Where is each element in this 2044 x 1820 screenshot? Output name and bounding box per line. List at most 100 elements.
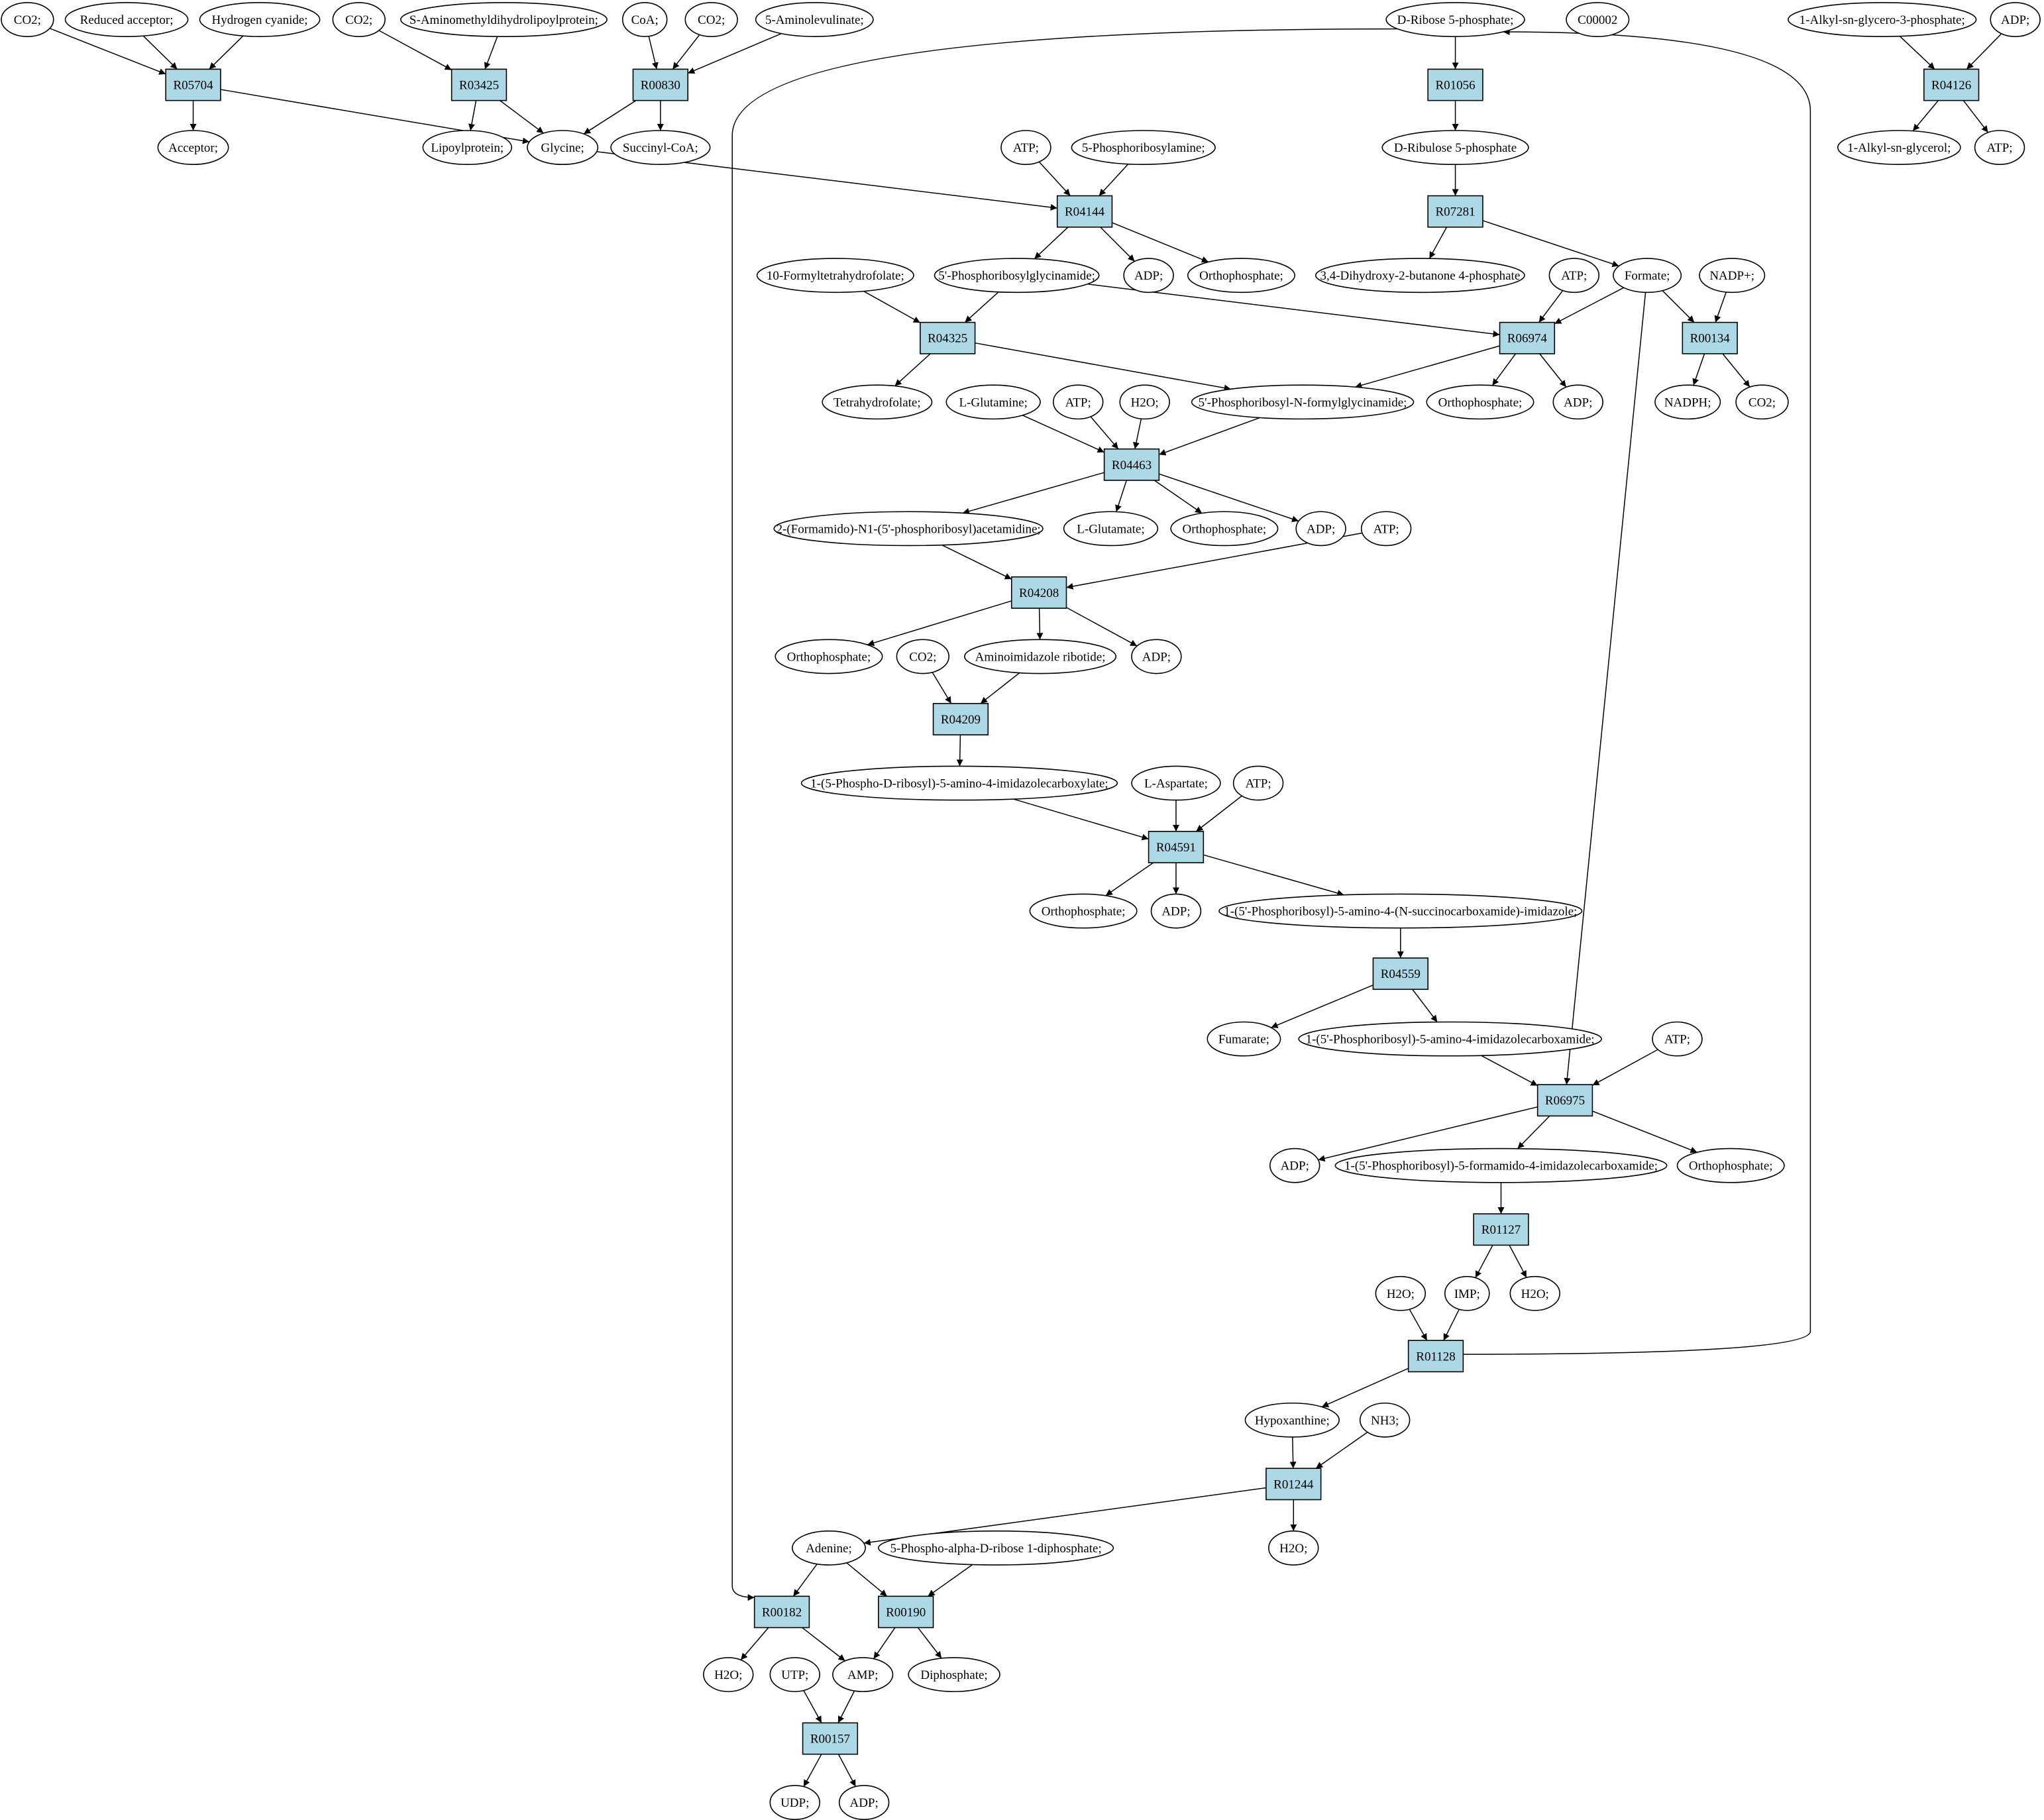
- metabolite-node-adp[interactable]: ADP;: [1990, 2, 2041, 37]
- metabolite-node-1-alkyl-sn-glycerol[interactable]: 1-Alkyl-sn-glycerol;: [1837, 130, 1961, 166]
- metabolite-node-atp[interactable]: ATP;: [1360, 511, 1412, 547]
- reaction-node-r06975[interactable]: R06975: [1536, 1084, 1593, 1117]
- reaction-node-r01056[interactable]: R01056: [1427, 68, 1483, 101]
- metabolite-node-co2[interactable]: CO2;: [332, 2, 386, 37]
- metabolite-node-atp[interactable]: ATP;: [1548, 258, 1600, 294]
- metabolite-node-d-ribose-5-phosphate[interactable]: D-Ribose 5-phosphate;: [1385, 2, 1525, 37]
- metabolite-node-adenine[interactable]: Adenine;: [791, 1530, 866, 1566]
- reaction-node-r06974[interactable]: R06974: [1499, 321, 1556, 354]
- metabolite-node-orthophosphate[interactable]: Orthophosphate;: [1426, 384, 1534, 420]
- metabolite-node-nadph[interactable]: NADPH;: [1654, 384, 1721, 420]
- metabolite-node-1-5-phospho-d-ribosyl-5-amino-4-imidazolecarboxylate[interactable]: 1-(5-Phospho-D-ribosyl)-5-amino-4-imidaz…: [800, 765, 1118, 801]
- metabolite-node-5-phosphoribosyl-n-formylglycinamide[interactable]: 5'-Phosphoribosyl-N-formylglycinamide;: [1191, 384, 1415, 420]
- metabolite-node-orthophosphate[interactable]: Orthophosphate;: [775, 639, 883, 674]
- metabolite-node-formate[interactable]: Formate;: [1613, 258, 1682, 294]
- reaction-node-r04209[interactable]: R04209: [932, 703, 989, 735]
- reaction-node-r04559[interactable]: R04559: [1372, 957, 1428, 990]
- metabolite-node-1-5-phosphoribosyl-5-amino-4-n-succinocarboxamide-imidazole[interactable]: 1-(5'-Phosphoribosyl)-5-amino-4-(N-succi…: [1218, 893, 1583, 929]
- metabolite-node-atp[interactable]: ATP;: [1652, 1021, 1703, 1057]
- metabolite-node-c00002[interactable]: C00002: [1566, 2, 1630, 37]
- reaction-label: R01056: [1435, 79, 1475, 93]
- metabolite-node-udp[interactable]: UDP;: [769, 1785, 820, 1820]
- metabolite-node-l-glutamate[interactable]: L-Glutamate;: [1063, 511, 1159, 547]
- metabolite-node-l-aspartate[interactable]: L-Aspartate;: [1131, 765, 1221, 801]
- metabolite-node-co2[interactable]: CO2;: [1, 2, 54, 37]
- metabolite-node-1-5-phosphoribosyl-5-formamido-4-imidazolecarboxamide[interactable]: 1-(5'-Phosphoribosyl)-5-formamido-4-imid…: [1334, 1148, 1668, 1183]
- reaction-node-r00157[interactable]: R00157: [802, 1722, 859, 1755]
- metabolite-node-orthophosphate[interactable]: Orthophosphate;: [1029, 893, 1138, 929]
- metabolite-node-co2[interactable]: CO2;: [1735, 384, 1789, 420]
- metabolite-node-adp[interactable]: ADP;: [1123, 258, 1174, 294]
- reaction-node-r05704[interactable]: R05704: [165, 68, 221, 101]
- metabolite-node-5-aminolevulinate[interactable]: 5-Aminolevulinate;: [755, 2, 874, 37]
- metabolite-node-adp[interactable]: ADP;: [1295, 511, 1346, 547]
- metabolite-node-adp[interactable]: ADP;: [1131, 639, 1182, 674]
- metabolite-node-orthophosphate[interactable]: Orthophosphate;: [1170, 511, 1279, 547]
- metabolite-node-succinyl-coa[interactable]: Succinyl-CoA;: [610, 130, 711, 166]
- reaction-node-r04463[interactable]: R04463: [1103, 448, 1160, 481]
- metabolite-node-d-ribulose-5-phosphate[interactable]: D-Ribulose 5-phosphate: [1381, 130, 1529, 166]
- metabolite-node-amp[interactable]: AMP;: [832, 1657, 894, 1692]
- metabolite-node-tetrahydrofolate[interactable]: Tetrahydrofolate;: [822, 384, 933, 420]
- edge-1-5-phosphoribosyl-5-amino-4-imidazolecarboxamide-to-r06975: [1481, 1055, 1538, 1087]
- metabolite-node-acceptor[interactable]: Acceptor;: [157, 130, 229, 166]
- metabolite-node-5-phosphoribosylamine[interactable]: 5-Phosphoribosylamine;: [1071, 130, 1216, 166]
- metabolite-node-atp[interactable]: ATP;: [1000, 130, 1051, 166]
- reaction-node-r04325[interactable]: R04325: [920, 321, 976, 354]
- metabolite-node-atp[interactable]: ATP;: [1052, 384, 1104, 420]
- metabolite-node-atp[interactable]: ATP;: [1974, 130, 2025, 166]
- metabolite-node-5-phospho-alpha-d-ribose-1-diphosphate[interactable]: 5-Phospho-alpha-D-ribose 1-diphosphate;: [878, 1530, 1114, 1566]
- metabolite-node-adp[interactable]: ADP;: [838, 1785, 890, 1820]
- metabolite-node-5-phosphoribosylglycinamide[interactable]: 5'-Phosphoribosylglycinamide;: [934, 258, 1100, 294]
- reaction-node-r03425[interactable]: R03425: [451, 68, 508, 101]
- metabolite-node-h2o[interactable]: H2O;: [1119, 384, 1170, 420]
- metabolite-node-hydrogen-cyanide[interactable]: Hydrogen cyanide;: [199, 2, 321, 37]
- metabolite-node-fumarate[interactable]: Fumarate;: [1207, 1021, 1281, 1057]
- metabolite-node-orthophosphate[interactable]: Orthophosphate;: [1676, 1148, 1785, 1183]
- reaction-node-r04208[interactable]: R04208: [1010, 576, 1067, 609]
- metabolite-node-2-formamido-n1-5-phosphoribosyl-acetamidine[interactable]: 2-(Formamido)-N1-(5'-phosphoribosyl)acet…: [773, 511, 1044, 547]
- metabolite-node-co2[interactable]: CO2;: [896, 639, 949, 674]
- metabolite-node-adp[interactable]: ADP;: [1552, 384, 1603, 420]
- metabolite-node-glycine[interactable]: Glycine;: [527, 130, 599, 166]
- reaction-node-r04126[interactable]: R04126: [1923, 68, 1980, 101]
- metabolite-node-lipoylprotein[interactable]: Lipoylprotein;: [422, 130, 513, 166]
- metabolite-node-diphosphate[interactable]: Diphosphate;: [908, 1657, 1000, 1692]
- reaction-node-r07281[interactable]: R07281: [1427, 195, 1483, 228]
- metabolite-node-1-alkyl-sn-glycero-3-phosphate[interactable]: 1-Alkyl-sn-glycero-3-phosphate;: [1788, 2, 1977, 37]
- metabolite-node-h2o[interactable]: H2O;: [1375, 1275, 1426, 1311]
- metabolite-node-aminoimidazole-ribotide[interactable]: Aminoimidazole ribotide;: [964, 639, 1117, 674]
- metabolite-node-1-5-phosphoribosyl-5-amino-4-imidazolecarboxamide[interactable]: 1-(5'-Phosphoribosyl)-5-amino-4-imidazol…: [1298, 1021, 1602, 1057]
- metabolite-node-co2[interactable]: CO2;: [684, 2, 738, 37]
- metabolite-node-adp[interactable]: ADP;: [1269, 1148, 1320, 1183]
- reaction-node-r00182[interactable]: R00182: [753, 1595, 810, 1629]
- metabolite-node-10-formyltetrahydrofolate[interactable]: 10-Formyltetrahydrofolate;: [756, 258, 914, 294]
- reaction-node-r04591[interactable]: R04591: [1148, 831, 1205, 863]
- metabolite-node-h2o[interactable]: H2O;: [1509, 1275, 1560, 1311]
- reaction-box: [1427, 195, 1483, 228]
- reaction-node-r01244[interactable]: R01244: [1265, 1468, 1322, 1501]
- metabolite-node-nadp[interactable]: NADP+;: [1699, 258, 1766, 294]
- metabolite-node-coa[interactable]: CoA;: [621, 2, 668, 37]
- metabolite-node-orthophosphate[interactable]: Orthophosphate;: [1187, 258, 1296, 294]
- metabolite-node-reduced-acceptor[interactable]: Reduced acceptor;: [64, 2, 189, 37]
- reaction-node-r04144[interactable]: R04144: [1056, 195, 1113, 228]
- metabolite-ellipse: [1566, 2, 1630, 37]
- metabolite-node-h2o[interactable]: H2O;: [1268, 1530, 1319, 1566]
- reaction-node-r01127[interactable]: R01127: [1473, 1213, 1529, 1246]
- metabolite-node-nh3[interactable]: NH3;: [1359, 1402, 1411, 1438]
- reaction-node-r00190[interactable]: R00190: [878, 1595, 934, 1629]
- metabolite-node-hypoxanthine[interactable]: Hypoxanthine;: [1244, 1402, 1340, 1438]
- edge-1-alkyl-sn-glycero-3-phosphate-to-r04126: [1899, 36, 1935, 70]
- metabolite-node-adp[interactable]: ADP;: [1150, 893, 1202, 929]
- metabolite-node-s-aminomethyldihydrolipoylprotein[interactable]: S-Aminomethyldihydrolipoylprotein;: [400, 2, 608, 37]
- metabolite-node-imp[interactable]: IMP;: [1444, 1275, 1490, 1311]
- reaction-node-r01128[interactable]: R01128: [1407, 1340, 1464, 1373]
- metabolite-node-atp[interactable]: ATP;: [1232, 765, 1284, 801]
- metabolite-node-utp[interactable]: UTP;: [769, 1657, 820, 1692]
- metabolite-node-l-glutamine[interactable]: L-Glutamine;: [945, 384, 1041, 420]
- metabolite-node-3-4-dihydroxy-2-butanone-4-phosphate[interactable]: 3,4-Dihydroxy-2-butanone 4-phosphate: [1315, 258, 1525, 294]
- metabolite-node-h2o[interactable]: H2O;: [703, 1657, 754, 1692]
- reaction-node-r00830[interactable]: R00830: [632, 68, 688, 101]
- reaction-node-r00134[interactable]: R00134: [1682, 321, 1738, 354]
